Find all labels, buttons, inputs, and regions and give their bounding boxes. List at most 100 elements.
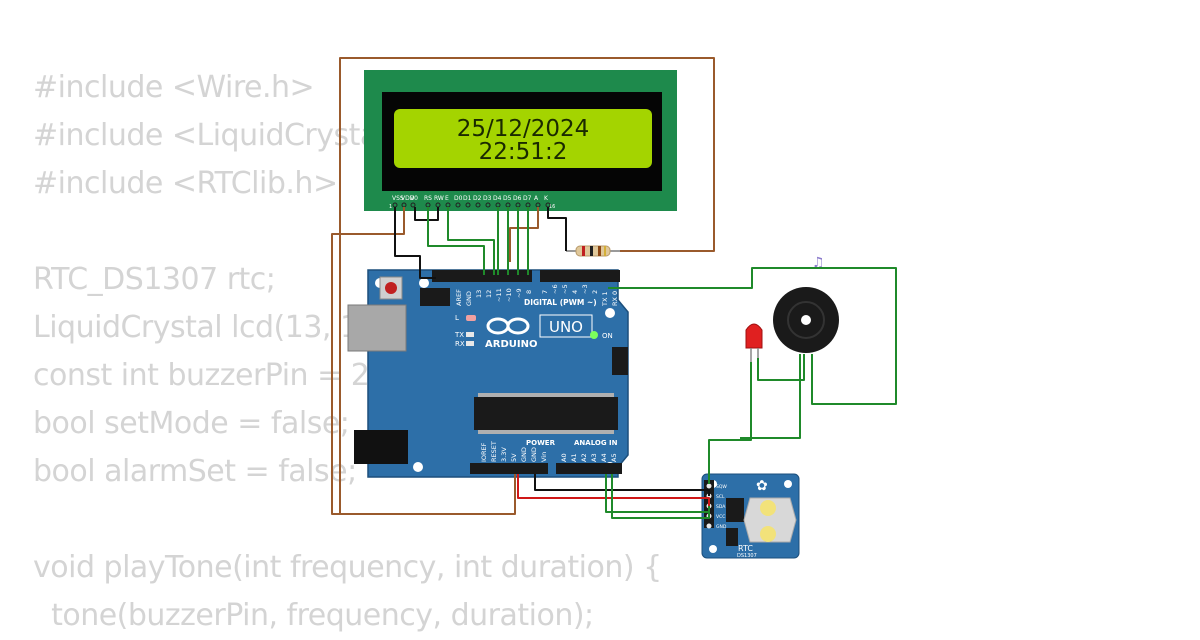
buzzer[interactable]: ♫: [773, 255, 839, 353]
rtc-pin-sda: SDA: [716, 504, 726, 510]
analog-header: [556, 463, 622, 474]
rtc-pin-vcc: VCC: [716, 514, 725, 520]
rtc-ds1307-module[interactable]: ✿ SQW SCL SDA VCC GND RTC DS1307: [701, 473, 800, 559]
red-led[interactable]: [745, 323, 763, 362]
pin-label-4: 4: [571, 290, 579, 294]
lcd-pin-label: RS: [424, 195, 432, 202]
rtc-label: RTC: [738, 544, 753, 553]
pin-label-a2: A2: [580, 453, 588, 462]
lcd-pin-label: D5: [503, 195, 512, 202]
lcd-pin-label: VSS: [392, 195, 404, 202]
wire-black-gnd: [534, 474, 710, 496]
code-line: bool alarmSet = false;: [33, 454, 357, 489]
wire-green-scl: [611, 474, 710, 519]
lcd-pin-label: RW: [434, 195, 444, 202]
analog-label: ANALOG IN: [574, 439, 618, 447]
led-on: [590, 331, 598, 339]
pin-label-10: ~10: [505, 288, 513, 302]
arduino-uno-board[interactable]: AREF GND 13 12 ~11 ~10 ~9 8 7 ~6 ~5 4 ~3…: [347, 269, 629, 478]
pin-label-5v: 5V: [510, 453, 518, 462]
lcd-pin-label: D6: [513, 195, 522, 202]
pin-label-3v3: 3.3V: [500, 447, 508, 462]
pin-label-3: ~3: [581, 284, 589, 294]
led-tx-label: TX: [454, 331, 464, 339]
power-header: [470, 463, 548, 474]
lcd-pin-last: 16: [549, 204, 555, 210]
code-line: #include <RTClib.h>: [33, 166, 338, 201]
lcd-pin-label: K: [544, 195, 549, 202]
lcd-line-2: 22:51:2: [479, 139, 568, 165]
arduino-logo-icon: [486, 317, 530, 335]
arduino-brand: ARDUINO: [485, 339, 537, 350]
wire-green-led: [708, 362, 752, 484]
lcd-pin-label: E: [445, 195, 449, 202]
mount-hole: [605, 308, 615, 318]
lcd-line-1: 25/12/2024: [457, 116, 590, 142]
wire-black-vss: [394, 207, 436, 279]
power-label: POWER: [526, 439, 556, 447]
usb-port: [347, 304, 407, 352]
led-l: [466, 315, 476, 321]
led-rx-label: RX: [455, 340, 465, 348]
pin-label-7: 7: [541, 290, 549, 294]
pin-label-6: ~6: [551, 284, 559, 294]
wire-brown-a: [509, 207, 539, 262]
code-line: bool setMode = false;: [33, 406, 350, 441]
led-l-label: L: [455, 314, 459, 322]
pin-label-9: ~9: [515, 288, 523, 298]
pin-label-a4: A4: [600, 453, 608, 462]
lcd-pin-label: V0: [410, 195, 418, 202]
pin-label-12: 12: [485, 290, 493, 298]
rtc-pin-labels: SQW SCL SDA VCC GND: [716, 484, 727, 530]
pin-label-a1: A1: [570, 453, 578, 462]
lcd-pin-label: A: [534, 195, 539, 202]
uno-label: UNO: [549, 318, 583, 336]
rtc-pin-sqw: SQW: [716, 484, 727, 490]
lcd-pin-first: 1: [389, 204, 392, 210]
icsp-header: [420, 288, 450, 306]
mount-hole: [413, 462, 423, 472]
pin-label-13: 13: [475, 290, 483, 298]
wire-brown-vdd: [339, 57, 715, 515]
lcd-pin-label: D7: [523, 195, 532, 202]
top-pin-labels-group: AREF GND 13 12 ~11 ~10 ~9 8 7 ~6 ~5 4 ~3…: [455, 284, 619, 307]
wire-red-vcc: [517, 474, 710, 516]
pin-label-vin: Vin: [540, 452, 548, 462]
wire-green-led-gnd: [757, 354, 805, 381]
resistor[interactable]: [566, 245, 620, 257]
wire-black-k: [547, 207, 567, 251]
pin-label-gnd1: GND: [520, 447, 528, 462]
ds1307-chip: [726, 498, 744, 522]
pin-label-tx: TX 1: [601, 291, 609, 307]
wire-green-e: [447, 207, 495, 275]
battery-contact: [760, 500, 776, 516]
pin-label-5: ~5: [561, 284, 569, 294]
digital-label: DIGITAL (PWM ~): [524, 298, 597, 307]
wire-green-gnd-bus: [740, 354, 801, 439]
pin-label-gnd2: GND: [530, 447, 538, 462]
bottom-pin-labels: IOREF RESET 3.3V 5V GND GND Vin A0 A1 A2…: [480, 441, 618, 462]
pin-label-11: ~11: [495, 288, 503, 302]
led-tx: [466, 332, 474, 337]
pin-label-gnd: GND: [465, 291, 473, 306]
wire-green-rs: [427, 207, 485, 275]
pin-label-a3: A3: [590, 453, 598, 462]
pin-label-a0: A0: [560, 453, 568, 462]
reset-button[interactable]: [385, 282, 397, 294]
code-line: const int buzzerPin = 2;: [33, 358, 379, 393]
led-on-label: ON: [602, 332, 613, 340]
wire-black-rw: [414, 207, 439, 221]
wires: [331, 57, 897, 519]
pin-label-8: 8: [525, 290, 533, 294]
rtc-chip-label: DS1307: [737, 553, 757, 559]
pin-label-a5: A5: [610, 453, 618, 462]
crystal: [726, 528, 738, 546]
atmega-pins: [478, 393, 614, 434]
code-line: tone(buzzerPin, frequency, duration);: [33, 598, 594, 633]
lcd-pin-label: D4: [493, 195, 502, 202]
power-jack: [354, 430, 408, 464]
pin-label-rx: RX 0: [611, 291, 619, 306]
